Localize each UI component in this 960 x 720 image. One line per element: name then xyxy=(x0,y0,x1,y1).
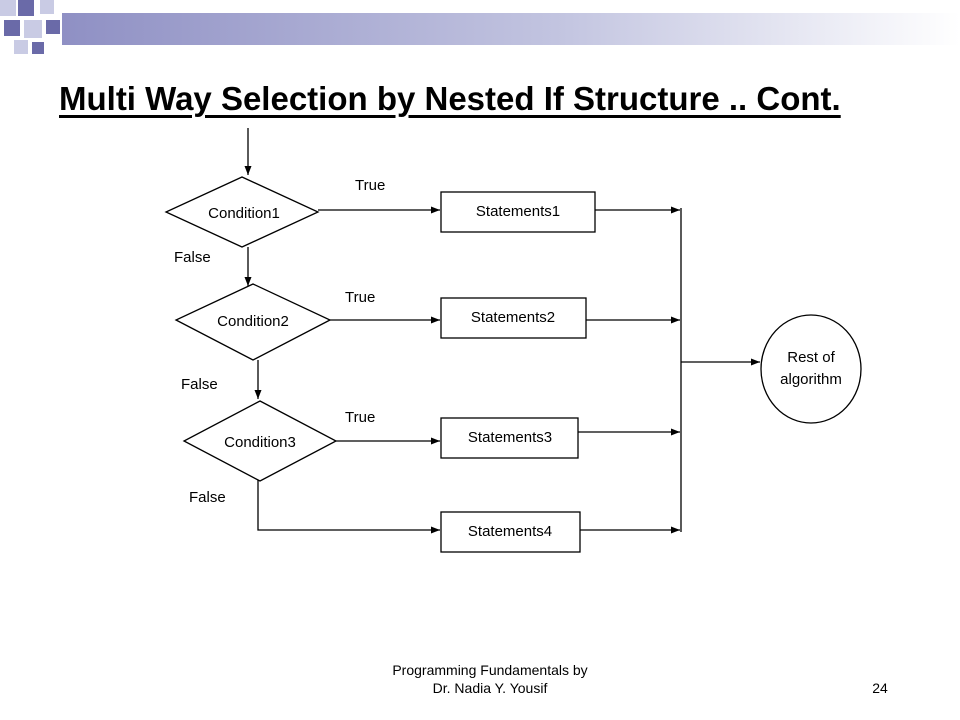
deco-square xyxy=(32,42,44,54)
footer: Programming Fundamentals by Dr. Nadia Y.… xyxy=(330,661,650,697)
slide-title: Multi Way Selection by Nested If Structu… xyxy=(59,80,841,117)
statements1-label: Statements1 xyxy=(476,203,560,220)
rest-of-algorithm-node xyxy=(760,314,862,424)
condition2-diamond xyxy=(174,283,332,361)
header-bar xyxy=(62,13,960,45)
deco-square xyxy=(0,0,16,16)
footer-line-1: Programming Fundamentals by xyxy=(392,662,588,678)
statements2-box xyxy=(440,297,587,339)
statements3-label: Statements3 xyxy=(468,429,552,446)
condition2-label: Condition2 xyxy=(217,313,289,330)
condition1-diamond xyxy=(164,176,320,248)
condition1-label: Condition1 xyxy=(208,205,280,222)
footer-line-2: Dr. Nadia Y. Yousif xyxy=(432,680,548,696)
rest-of-algorithm-line1: Rest of xyxy=(787,349,835,366)
statements2-label: Statements2 xyxy=(471,309,555,326)
condition3-diamond xyxy=(182,400,338,482)
deco-square xyxy=(46,20,60,34)
condition3-label: Condition3 xyxy=(224,434,296,451)
true-label-3: True xyxy=(345,409,375,426)
statements4-label: Statements4 xyxy=(468,523,552,540)
page-number: 24 xyxy=(872,680,888,696)
false-label-1: False xyxy=(174,249,211,266)
deco-square xyxy=(14,40,28,54)
true-label-2: True xyxy=(345,289,375,306)
false-path-3 xyxy=(257,478,440,534)
rest-of-algorithm-line2: algorithm xyxy=(780,371,842,388)
header-decoration xyxy=(0,0,960,54)
deco-square xyxy=(4,20,20,36)
statements3-box xyxy=(440,417,579,459)
false-label-2: False xyxy=(181,376,218,393)
deco-square xyxy=(24,20,42,38)
deco-square xyxy=(40,0,54,14)
statements4-box xyxy=(440,511,581,553)
false-label-3: False xyxy=(189,489,226,506)
deco-square xyxy=(18,0,34,16)
true-label-1: True xyxy=(355,177,385,194)
statements1-box xyxy=(440,191,596,233)
